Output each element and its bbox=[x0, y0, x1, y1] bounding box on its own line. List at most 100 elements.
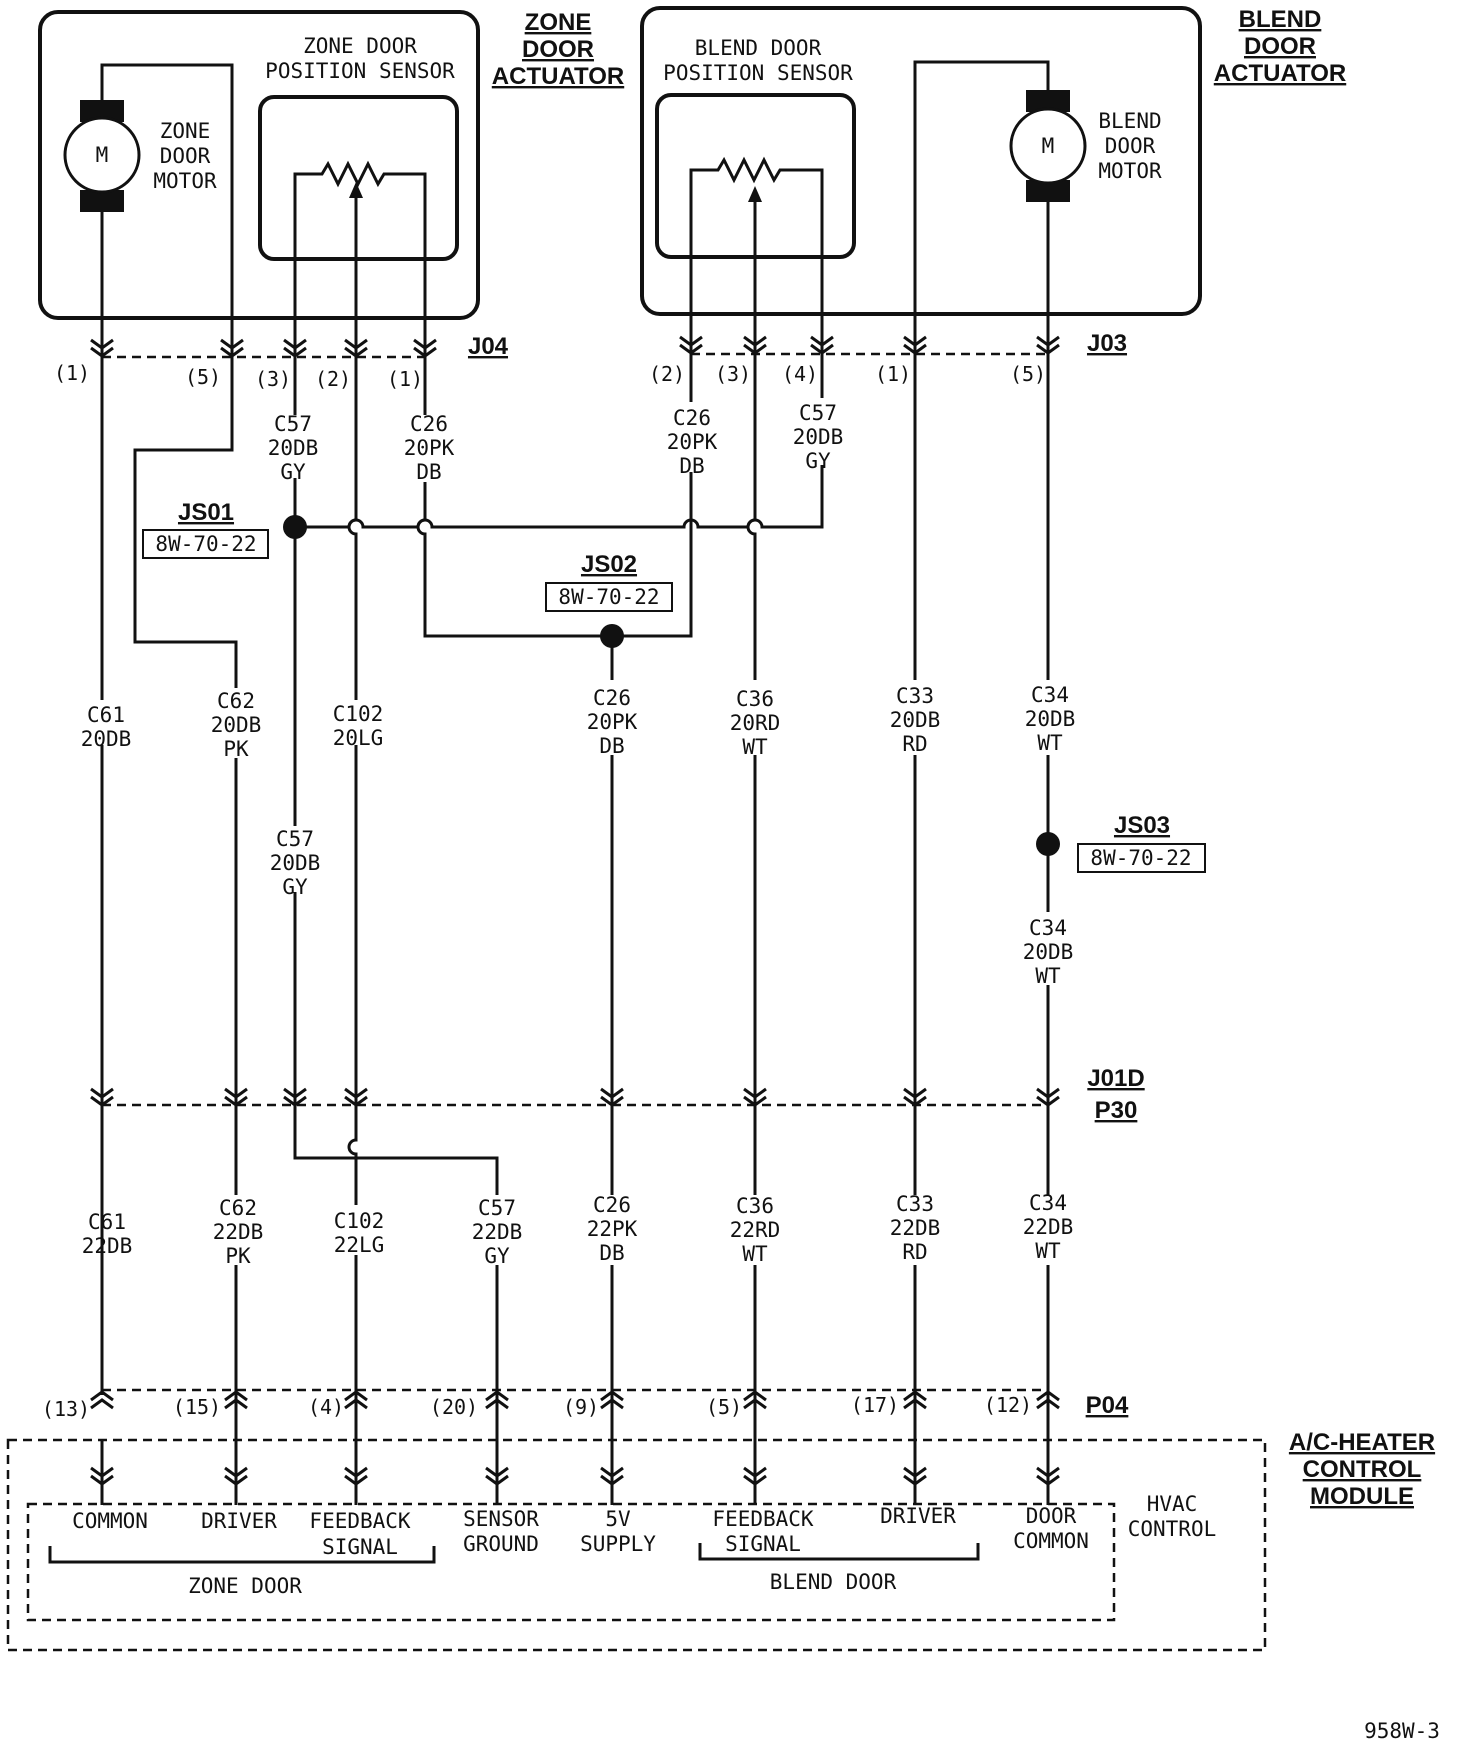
terminal-sensor-ground-2: GROUND bbox=[463, 1532, 539, 1556]
terminal-feedback-zone-1: FEEDBACK bbox=[309, 1509, 411, 1533]
svg-text:20DB: 20DB bbox=[81, 727, 132, 751]
p04-terminal-5 bbox=[743, 1390, 767, 1410]
svg-text:C61: C61 bbox=[87, 703, 125, 727]
hvac-label-2: CONTROL bbox=[1128, 1517, 1217, 1541]
j04-pin-3: (3) bbox=[255, 367, 291, 391]
p04-pin-13: (13) bbox=[42, 1397, 90, 1421]
p04-pin-20: (20) bbox=[430, 1395, 478, 1419]
svg-text:22RD: 22RD bbox=[730, 1218, 781, 1242]
wire-c62 bbox=[133, 340, 238, 1505]
module-pin-7 bbox=[1036, 1466, 1060, 1486]
j04-terminal-4 bbox=[413, 338, 437, 358]
j01d-terminal-2 bbox=[283, 1087, 307, 1107]
zone-sensor-label-1: ZONE DOOR bbox=[303, 34, 417, 58]
blend-actuator-housing bbox=[640, 6, 1202, 316]
svg-text:C57: C57 bbox=[478, 1196, 516, 1220]
zone-motor-label-3: MOTOR bbox=[153, 169, 217, 193]
zone-motor-brush-bottom bbox=[80, 190, 124, 212]
label-c57-zone-upper: C57 20DB GY bbox=[268, 412, 319, 484]
blend-door-bracket bbox=[698, 1543, 980, 1561]
p04-label: P04 bbox=[1086, 1392, 1129, 1419]
svg-text:22DB: 22DB bbox=[472, 1220, 523, 1244]
j04-pin-1b: (1) bbox=[387, 367, 423, 391]
svg-text:20DB: 20DB bbox=[270, 851, 321, 875]
svg-text:22LG: 22LG bbox=[334, 1233, 385, 1257]
label-c26-zone-upper: C26 20PK DB bbox=[404, 412, 455, 484]
svg-text:C102: C102 bbox=[334, 1209, 385, 1233]
svg-text:C26: C26 bbox=[673, 406, 711, 430]
js03-splice bbox=[1036, 832, 1060, 856]
zone-sensor-resistor bbox=[293, 160, 427, 340]
svg-text:WT: WT bbox=[1035, 1239, 1061, 1263]
svg-text:C36: C36 bbox=[736, 687, 774, 711]
svg-text:20DB: 20DB bbox=[1025, 707, 1076, 731]
blend-motor-label-3: MOTOR bbox=[1098, 159, 1162, 183]
label-c61-lower: C61 22DB bbox=[82, 1210, 133, 1258]
j01d-terminal-4 bbox=[600, 1087, 624, 1107]
j03-pin-5: (5) bbox=[1010, 362, 1046, 386]
wire-js01-bus bbox=[295, 465, 824, 529]
terminal-feedback-blend-1: FEEDBACK bbox=[712, 1507, 814, 1531]
js01-name: JS01 bbox=[178, 499, 234, 526]
svg-text:20LG: 20LG bbox=[333, 726, 384, 750]
p04-terminal-0 bbox=[90, 1390, 114, 1410]
blend-motor-brush-bottom bbox=[1026, 180, 1070, 202]
blend-sensor-resistor bbox=[689, 156, 824, 340]
blend-door-group-label: BLEND DOOR bbox=[770, 1570, 897, 1594]
svg-text:PK: PK bbox=[225, 1244, 251, 1268]
blend-motor-label-2: DOOR bbox=[1105, 134, 1156, 158]
figure-id: 958W-3 bbox=[1364, 1719, 1440, 1743]
p04-pin-4: (4) bbox=[308, 1395, 344, 1419]
svg-text:20DB: 20DB bbox=[890, 708, 941, 732]
j03-terminal-3 bbox=[903, 335, 927, 355]
svg-text:22PK: 22PK bbox=[587, 1217, 638, 1241]
svg-text:20PK: 20PK bbox=[667, 430, 718, 454]
blend-motor-label-1: BLEND bbox=[1098, 109, 1161, 133]
j01d-terminal-7 bbox=[1036, 1087, 1060, 1107]
svg-text:GY: GY bbox=[484, 1244, 510, 1268]
svg-text:DB: DB bbox=[679, 454, 704, 478]
j03-terminal-2 bbox=[810, 335, 834, 355]
blend-motor-brush-top bbox=[1026, 90, 1070, 112]
zone-position-sensor bbox=[258, 95, 459, 261]
j04-pin-5: (5) bbox=[185, 365, 221, 389]
zone-door-motor bbox=[63, 116, 141, 194]
blend-sensor-label-2: POSITION SENSOR bbox=[663, 61, 853, 85]
j04-terminal-2 bbox=[283, 338, 307, 358]
svg-text:20PK: 20PK bbox=[587, 710, 638, 734]
js02-name: JS02 bbox=[581, 551, 637, 578]
svg-text:C57: C57 bbox=[274, 412, 312, 436]
terminal-door-common-2: COMMON bbox=[1013, 1529, 1089, 1553]
blend-actuator-title-2: DOOR bbox=[1244, 33, 1316, 60]
js01-ref: 8W-70-22 bbox=[155, 532, 256, 556]
p04-terminal-4 bbox=[600, 1390, 624, 1410]
label-c33-lower: C33 22DB RD bbox=[890, 1192, 941, 1264]
label-c26-blend-upper: C26 20PK DB bbox=[667, 406, 718, 478]
zone-motor-brush-top bbox=[80, 100, 124, 122]
module-pin-2 bbox=[344, 1466, 368, 1486]
js02-splice bbox=[600, 624, 624, 648]
svg-text:C34: C34 bbox=[1031, 683, 1069, 707]
svg-text:C26: C26 bbox=[410, 412, 448, 436]
label-c36-mid: C36 20RD WT bbox=[730, 687, 781, 759]
label-c102-lower: C102 22LG bbox=[334, 1209, 385, 1257]
label-c26-lower: C26 22PK DB bbox=[587, 1193, 638, 1265]
label-c102-mid: C102 20LG bbox=[333, 702, 384, 750]
js03-ref: 8W-70-22 bbox=[1090, 846, 1191, 870]
label-c33-mid: C33 20DB RD bbox=[890, 684, 941, 756]
label-c26-mid: C26 20PK DB bbox=[587, 686, 638, 758]
zone-actuator-housing bbox=[38, 10, 480, 320]
svg-text:WT: WT bbox=[1035, 964, 1061, 988]
terminal-common: COMMON bbox=[72, 1509, 148, 1533]
zone-motor-label-2: DOOR bbox=[160, 144, 211, 168]
p04-pin-15: (15) bbox=[173, 1395, 221, 1419]
svg-text:C34: C34 bbox=[1029, 916, 1067, 940]
j01d-terminal-1 bbox=[224, 1087, 248, 1107]
blend-actuator-title-3: ACTUATOR bbox=[1214, 60, 1346, 87]
svg-text:22DB: 22DB bbox=[82, 1234, 133, 1258]
svg-text:DB: DB bbox=[416, 460, 441, 484]
svg-text:C62: C62 bbox=[219, 1196, 257, 1220]
label-c62-mid: C62 20DB PK bbox=[211, 689, 262, 761]
svg-text:22DB: 22DB bbox=[1023, 1215, 1074, 1239]
label-c34-mid-2: C34 20DB WT bbox=[1023, 916, 1074, 988]
